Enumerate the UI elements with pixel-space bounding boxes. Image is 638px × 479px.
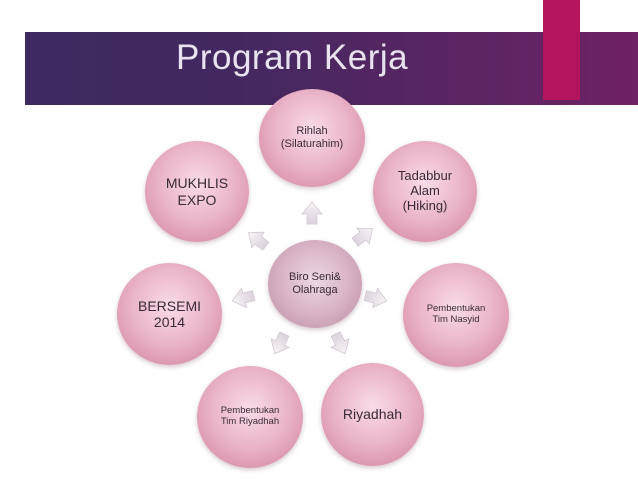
arrow-to-mukhlis-expo xyxy=(248,231,270,251)
node-mukhlis-expo: MUKHLIS EXPO xyxy=(145,141,249,242)
arrow-to-tadabbur xyxy=(351,227,373,247)
arrow-to-rihlah xyxy=(301,201,323,225)
node-pembentukan-tim-riyadhah: Pembentukan Tim Riyadhah xyxy=(197,366,303,468)
arrow-to-bersemi xyxy=(231,287,256,309)
center-node-biro-seni-olahraga: Biro Seni& Olahraga xyxy=(268,240,362,328)
node-bersemi-2014: BERSEMI 2014 xyxy=(117,263,222,365)
node-riyadhah: Riyadhah xyxy=(321,363,424,466)
accent-bar xyxy=(543,0,580,100)
node-rihlah: Rihlah (Silaturahim) xyxy=(259,89,365,187)
arrow-to-riyadhah xyxy=(330,331,350,355)
arrow-to-pembentukan-tim-riyadhah xyxy=(270,331,290,355)
arrow-to-pembentukan-tim-nasyid xyxy=(363,287,388,309)
node-tadabbur-alam: Tadabbur Alam (Hiking) xyxy=(373,141,477,242)
slide-title: Program Kerja xyxy=(176,38,409,77)
node-pembentukan-tim-nasyid: Pembentukan Tim Nasyid xyxy=(403,263,509,367)
